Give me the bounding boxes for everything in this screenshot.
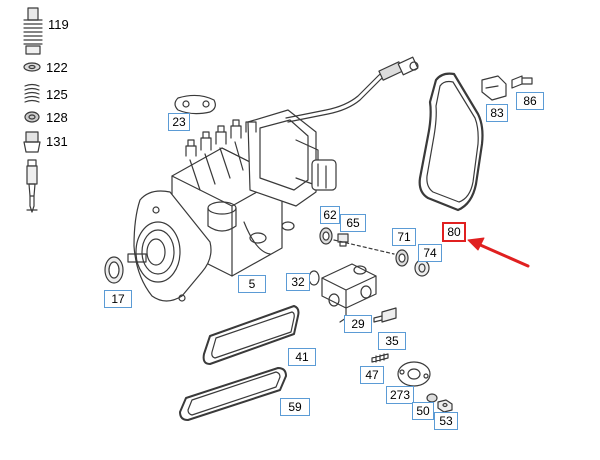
part-62-washer xyxy=(319,227,333,245)
callout-47[interactable]: 47 xyxy=(360,366,384,384)
callout-80[interactable]: 80 xyxy=(442,222,466,242)
label-119: 119 xyxy=(48,17,69,32)
callout-65[interactable]: 65 xyxy=(340,214,366,232)
part-29-fitting xyxy=(321,263,377,323)
part-fuel-line xyxy=(285,56,419,123)
assembly-line-1 xyxy=(333,239,395,255)
callout-23[interactable]: 23 xyxy=(168,113,190,131)
callout-59[interactable]: 59 xyxy=(280,398,310,416)
label-122: 122 xyxy=(46,60,68,75)
part-59-gasket xyxy=(179,367,287,421)
part-53-nut xyxy=(437,399,453,413)
callout-86[interactable]: 86 xyxy=(516,92,544,110)
part-80-gasket xyxy=(418,72,484,212)
callout-35[interactable]: 35 xyxy=(378,332,406,350)
callout-50[interactable]: 50 xyxy=(412,402,434,420)
callout-71[interactable]: 71 xyxy=(392,228,416,246)
part-71-washer xyxy=(395,249,409,267)
callout-62[interactable]: 62 xyxy=(320,206,340,224)
part-128-ring xyxy=(24,111,40,123)
part-35-screw xyxy=(373,307,397,323)
part-41-gasket xyxy=(202,305,300,365)
callout-32[interactable]: 32 xyxy=(286,273,310,291)
part-drive-flange xyxy=(127,190,212,302)
callout-5[interactable]: 5 xyxy=(238,275,266,293)
part-17-seal xyxy=(104,256,124,284)
callout-41[interactable]: 41 xyxy=(288,348,316,366)
label-125: 125 xyxy=(46,87,68,102)
part-50-washer xyxy=(426,393,438,403)
label-131: 131 xyxy=(46,134,68,149)
part-122-washer xyxy=(23,62,41,72)
part-125-spring xyxy=(24,83,40,103)
part-131-valve xyxy=(23,131,41,153)
callout-74[interactable]: 74 xyxy=(418,244,442,262)
part-119-spring-stack xyxy=(23,7,43,55)
part-86-screw xyxy=(511,75,533,89)
callout-273[interactable]: 273 xyxy=(386,386,414,404)
callout-53[interactable]: 53 xyxy=(434,412,458,430)
red-arrow xyxy=(467,237,530,268)
label-128: 128 xyxy=(46,110,68,125)
part-83-bracket xyxy=(481,75,507,101)
part-273-flange xyxy=(397,361,431,387)
part-23-gasket xyxy=(174,94,216,115)
callout-83[interactable]: 83 xyxy=(486,104,508,122)
part-injector-nozzle xyxy=(26,159,38,213)
part-32-ring xyxy=(308,270,320,286)
callout-17[interactable]: 17 xyxy=(104,290,132,308)
callout-29[interactable]: 29 xyxy=(344,315,372,333)
part-74-plug xyxy=(414,259,430,277)
part-47-stud xyxy=(371,353,389,363)
part-65-plug xyxy=(337,233,349,247)
